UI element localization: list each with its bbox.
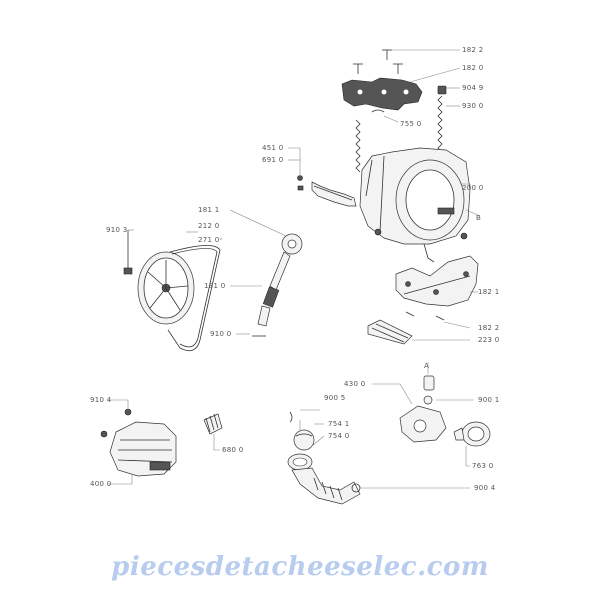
label-910-3: 910 3 [106, 226, 128, 234]
label-182-0: 182 0 [462, 64, 484, 72]
bolt-icon [123, 230, 133, 275]
label-691-0: 691 0 [262, 156, 284, 164]
suspension-springs [355, 85, 460, 173]
label-182-1: 182 1 [478, 288, 500, 296]
drive-belt [167, 237, 223, 352]
screw-icon [405, 311, 415, 317]
label-212-0: 212 0 [198, 222, 220, 230]
shock-absorber [229, 209, 303, 337]
label-910-4: 910 4 [90, 396, 112, 404]
filter-pad [367, 319, 470, 345]
screw-icon [393, 63, 403, 74]
label-200-0: 200 0 [462, 184, 484, 192]
label-754-1: 754 1 [328, 420, 350, 428]
label-182-2-top: 182 2 [462, 46, 484, 54]
label-763-0: 763 0 [472, 462, 494, 470]
label-181-1: 181 1 [198, 206, 220, 214]
label-754-0: 754 0 [328, 432, 350, 440]
label-900-1: 900 1 [478, 396, 500, 404]
label-755-0: 755 0 [400, 120, 422, 128]
label-451-0: 451 0 [262, 144, 284, 152]
screw-icon [435, 315, 445, 321]
filter-cap [453, 421, 491, 467]
drain-hose [287, 409, 470, 505]
label-430-0: 430 0 [344, 380, 366, 388]
label-182-2-bottom: 182 2 [478, 324, 500, 332]
label-900-5: 900 5 [324, 394, 346, 402]
drain-pump [372, 362, 474, 443]
label-400-0: 400 0 [90, 480, 112, 488]
top-bracket-assembly [341, 49, 461, 111]
sensor-component [203, 413, 223, 451]
pulley-wheel [123, 229, 198, 325]
label-900-4: 900 4 [474, 484, 496, 492]
screw-icon [382, 49, 392, 60]
label-a: A [424, 362, 429, 370]
label-904-9: 904 9 [462, 84, 484, 92]
heater-element [288, 147, 357, 207]
label-680-0: 680 0 [222, 446, 244, 454]
label-930-0: 930 0 [462, 102, 484, 110]
screw-icon [353, 63, 363, 74]
label-910-0: 910 0 [210, 330, 232, 338]
label-b: B [476, 214, 481, 222]
motor [100, 399, 177, 485]
label-223-0: 223 0 [478, 336, 500, 344]
tub-assembly [359, 147, 481, 263]
label-181-0: 181 0 [204, 282, 226, 290]
label-271-0: 271 0 [198, 236, 220, 244]
rear-bracket [395, 255, 479, 329]
site-watermark: piecesdetacheeselec.com [111, 552, 489, 582]
